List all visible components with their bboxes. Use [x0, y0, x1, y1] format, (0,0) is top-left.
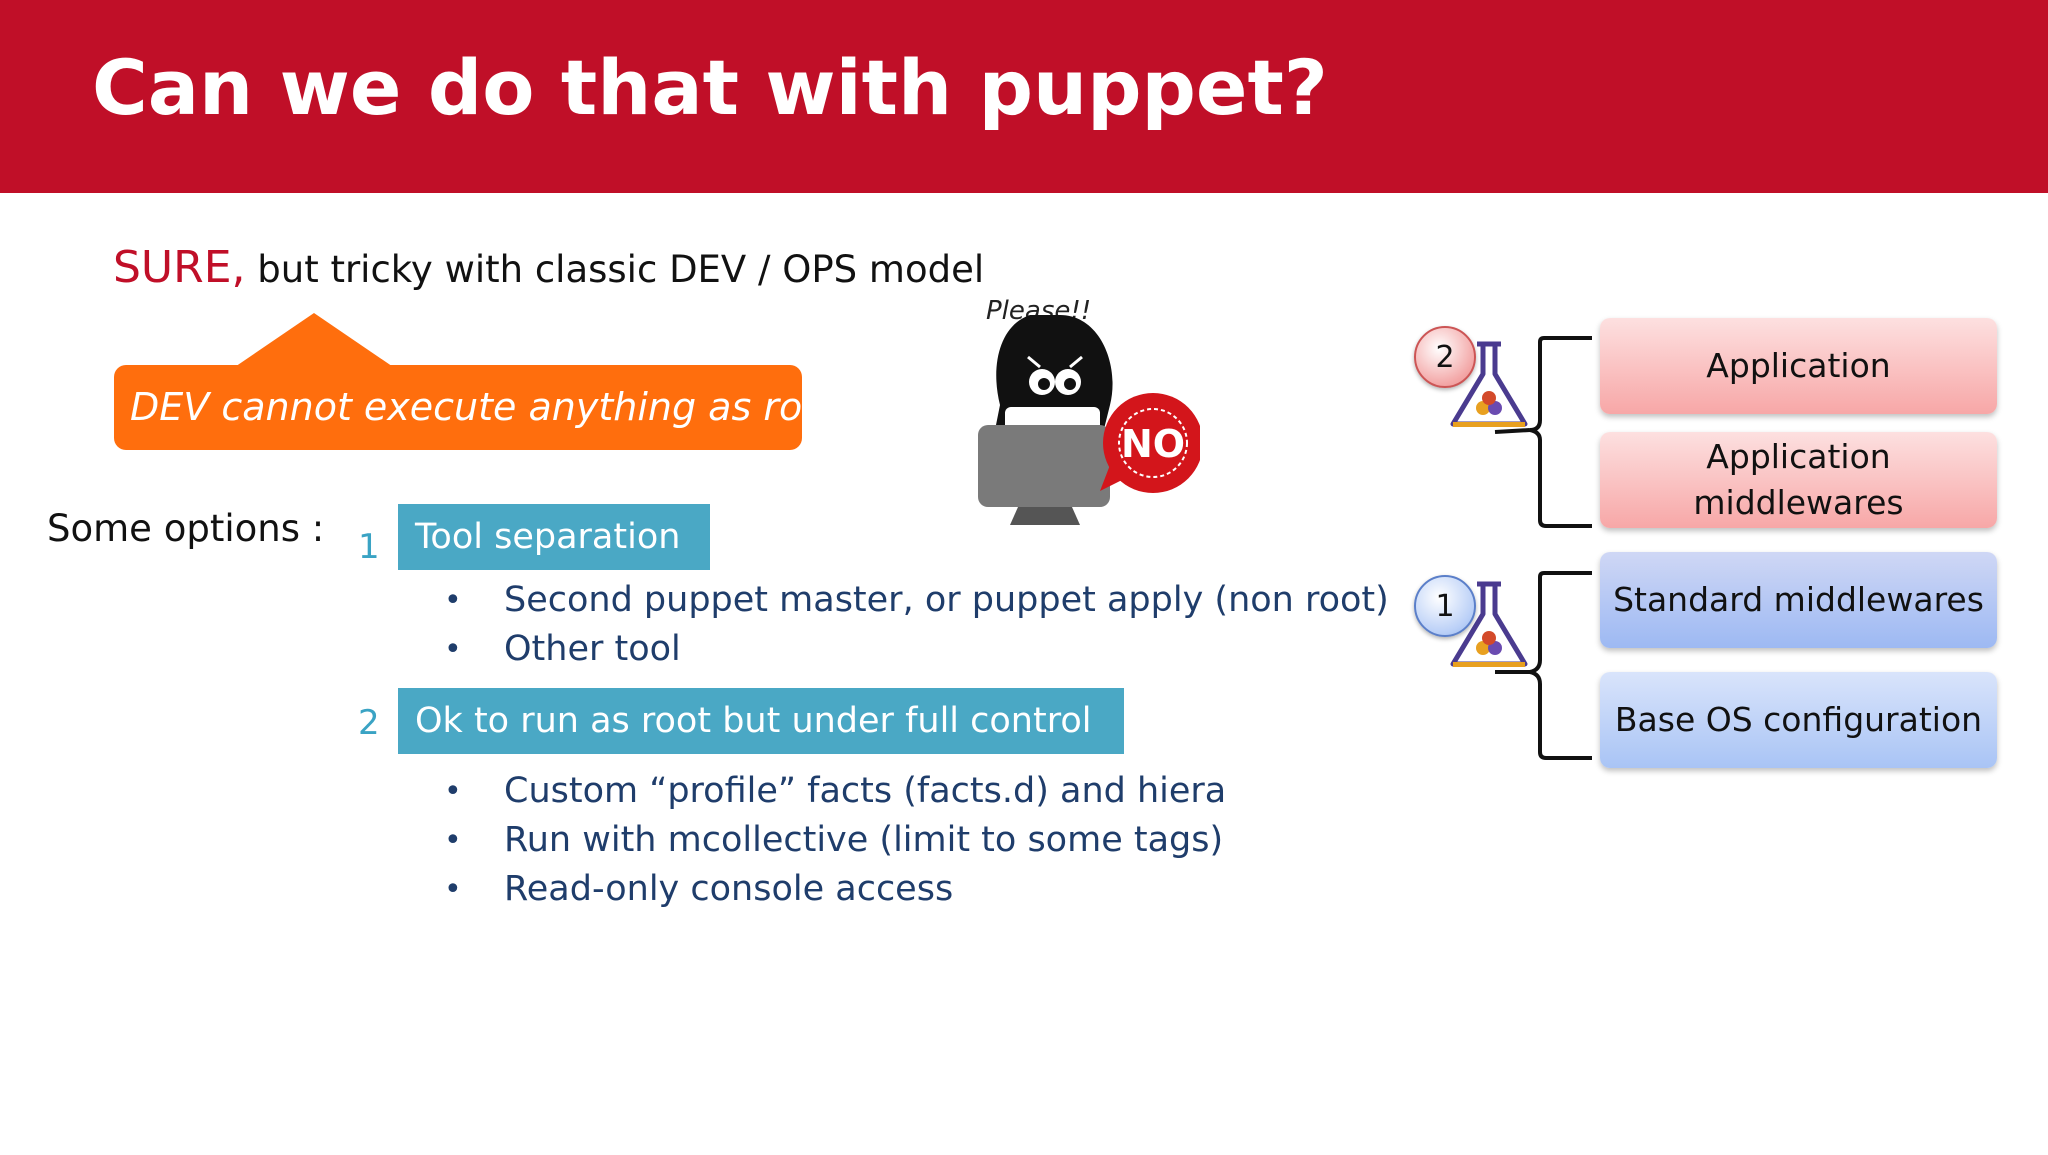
layer-base-os-configuration: Base OS configuration [1600, 672, 1997, 768]
option-2-title: Ok to run as root but under full control [398, 688, 1124, 754]
layer-application-middlewares: Application middlewares [1600, 432, 1997, 528]
list-item: Second puppet master, or puppet apply (n… [444, 576, 1389, 625]
flask-icon [1450, 341, 1528, 427]
layer-application: Application [1600, 318, 1997, 414]
option-2-bullets: Custom “profile” facts (facts.d) and hie… [444, 767, 1226, 914]
list-item: Run with mcollective (limit to some tags… [444, 816, 1226, 865]
layer-group-1-badge: 1 [1414, 575, 1476, 637]
callout-pointer [226, 313, 402, 373]
penguin-computer-illustration: NO [978, 315, 1200, 525]
title-banner [0, 0, 2048, 193]
option-2-number: 2 [358, 703, 380, 743]
slide-title: Can we do that with puppet? [92, 43, 1328, 132]
root-callout: DEV cannot execute anything as root [114, 365, 840, 450]
subtitle-line: SURE, but tricky with classic DEV / OPS … [113, 242, 984, 293]
list-item: Other tool [444, 625, 1389, 674]
option-1-title: Tool separation [398, 504, 710, 570]
options-label: Some options : [47, 507, 325, 550]
list-item: Custom “profile” facts (facts.d) and hie… [444, 767, 1226, 816]
layer-group-2-badge: 2 [1414, 326, 1476, 388]
option-1-number: 1 [358, 527, 380, 567]
flask-icon [1450, 581, 1528, 667]
layer-standard-middlewares: Standard middlewares [1600, 552, 1997, 648]
sure-word: SURE, [113, 242, 246, 293]
no-stamp-text: NO [1121, 422, 1185, 466]
option-1-bullets: Second puppet master, or puppet apply (n… [444, 576, 1389, 674]
sure-rest: but tricky with classic DEV / OPS model [245, 248, 985, 291]
list-item: Read-only console access [444, 865, 1226, 914]
